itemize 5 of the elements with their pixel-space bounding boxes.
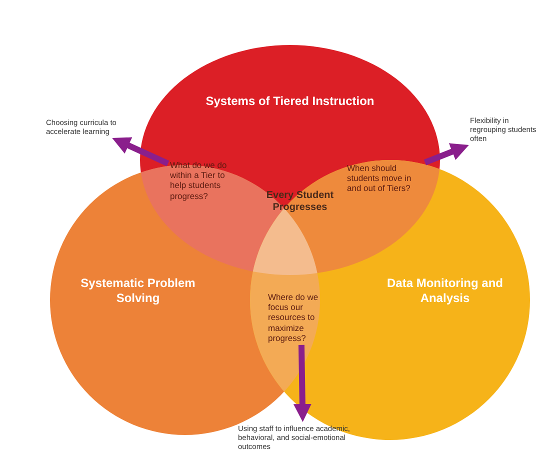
question-text: Where do we focus our resources to maximize progress? [268, 292, 334, 343]
circle-title: Systematic Problem Solving [78, 276, 198, 306]
circle-title: Data Monitoring and Analysis [385, 276, 505, 306]
question-text: When should students move in and out of Tiers? [347, 163, 423, 194]
circle-title: Systems of Tiered Instruction [180, 94, 400, 109]
